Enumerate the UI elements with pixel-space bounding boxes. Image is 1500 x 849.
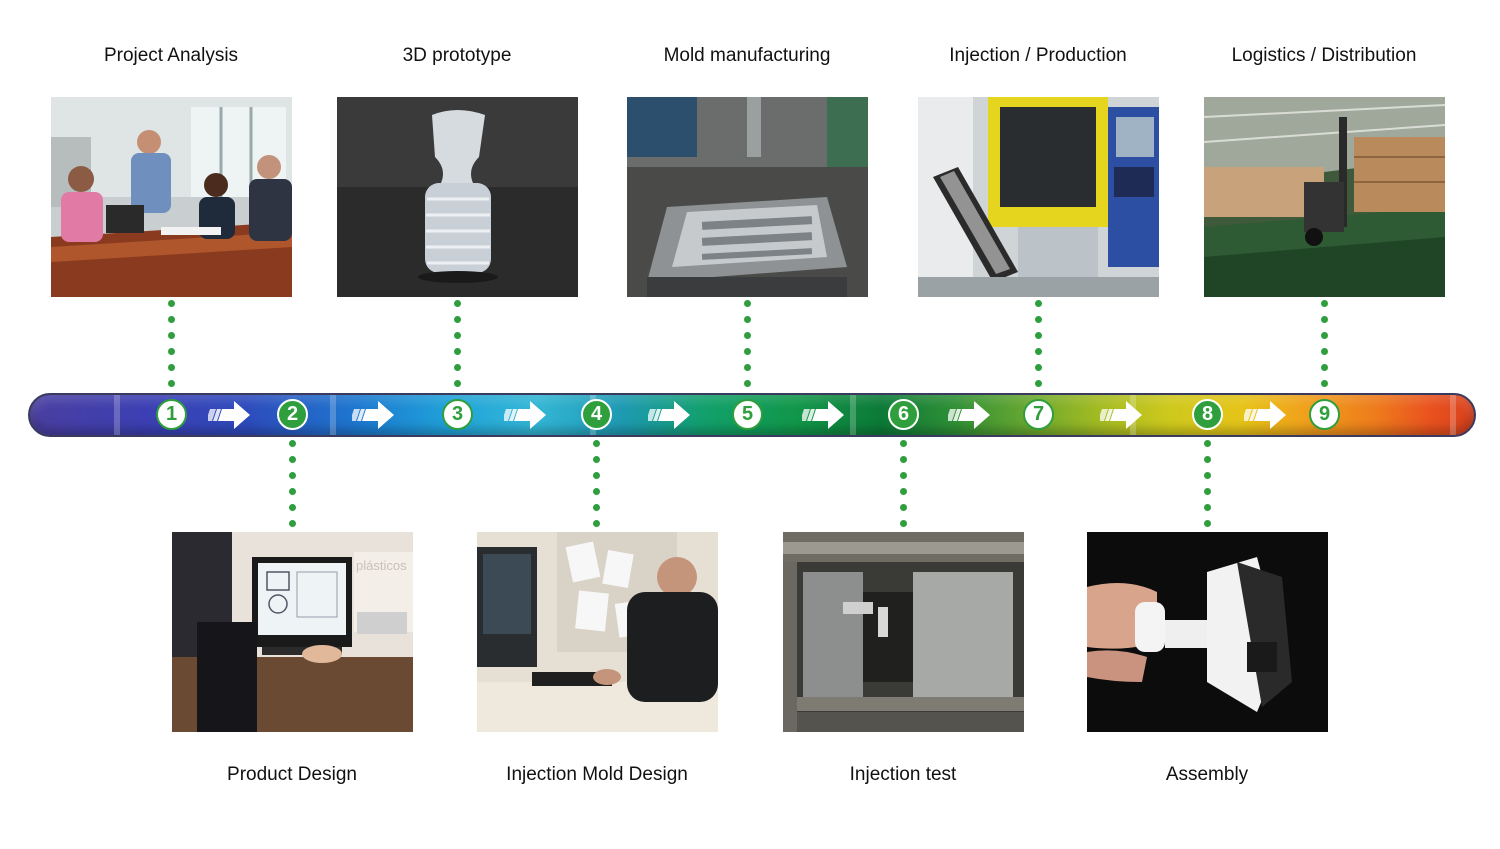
3d-prototype-photo (337, 97, 578, 297)
step-2-label: Product Design (227, 764, 357, 785)
step-2-number: 2 (277, 399, 308, 430)
step-9-number: 9 (1309, 399, 1340, 430)
step-3-label: 3D prototype (402, 45, 512, 66)
arrow-right-icon (648, 398, 694, 432)
step-9-label: Logistics / Distribution (1231, 45, 1417, 66)
arrow-right-icon (352, 398, 398, 432)
project-analysis-photo (51, 97, 292, 297)
arrow-right-icon (504, 398, 550, 432)
step-4-label: Injection Mold Design (506, 764, 688, 785)
step-7-number: 7 (1023, 399, 1054, 430)
logistics-distribution-photo (1204, 97, 1445, 297)
step-6-label: Injection test (849, 764, 957, 785)
step-1-number: 1 (156, 399, 187, 430)
arrow-right-icon (802, 398, 848, 432)
injection-mold-design-photo (477, 532, 718, 732)
connector-9 (1321, 300, 1329, 392)
step-4-number: 4 (581, 399, 612, 430)
connector-8 (1204, 440, 1212, 530)
step-1-label: Project Analysis (103, 45, 239, 66)
step-6-number: 6 (888, 399, 919, 430)
assembly-photo (1087, 532, 1328, 732)
connector-6 (900, 440, 908, 530)
connector-1 (168, 300, 176, 392)
connector-7 (1035, 300, 1043, 392)
arrow-right-icon (948, 398, 994, 432)
arrow-right-icon (208, 398, 254, 432)
step-5-label: Mold manufacturing (663, 45, 831, 66)
step-8-label: Assembly (1165, 764, 1249, 785)
product-design-photo: plásticos (172, 532, 413, 732)
step-7-label: Injection / Production (949, 45, 1127, 66)
connector-2 (289, 440, 297, 530)
connector-5 (744, 300, 752, 392)
connector-4 (593, 440, 601, 530)
mold-manufacturing-photo (627, 97, 868, 297)
step-3-number: 3 (442, 399, 473, 430)
arrow-right-icon (1244, 398, 1290, 432)
connector-3 (454, 300, 462, 392)
step-5-number: 5 (732, 399, 763, 430)
photo-sign-text: plásticos (356, 558, 407, 573)
step-8-number: 8 (1192, 399, 1223, 430)
injection-test-photo (783, 532, 1024, 732)
arrow-right-icon (1100, 398, 1146, 432)
injection-production-photo (918, 97, 1159, 297)
